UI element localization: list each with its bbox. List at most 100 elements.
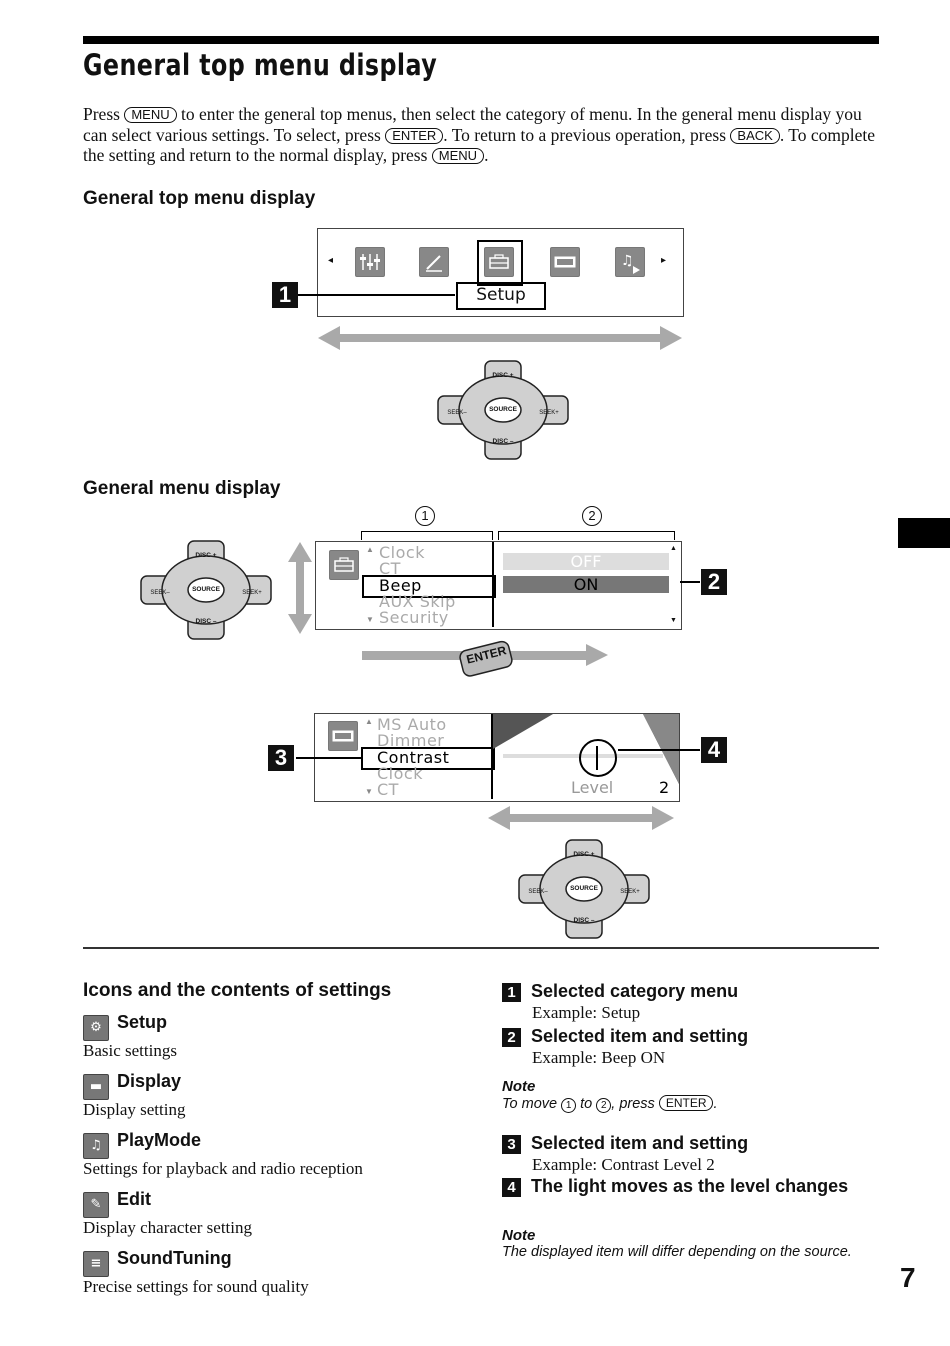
seek-minus-label: SEEK– <box>528 889 548 895</box>
icon-entry-soundtuning: ≡ SoundTuning Precise settings for sound … <box>83 1248 309 1297</box>
icon-entry-display: ▬Display Display setting <box>83 1071 185 1120</box>
legend-item-2: 2 Selected item and setting <box>502 1026 892 1047</box>
callout-line-1 <box>298 294 455 296</box>
intro-paragraph: Press MENU to enter the general top menu… <box>83 104 883 166</box>
note-fragment: , press <box>611 1096 659 1112</box>
intro-text: . <box>484 145 489 165</box>
legend-item-3: 3 Selected item and setting <box>502 1133 892 1154</box>
menu-item: MS Auto <box>377 715 447 734</box>
icon-entry-name: Setup <box>117 1012 168 1032</box>
page-title: General top menu display <box>83 48 438 82</box>
level-label: Level <box>571 778 614 797</box>
scroll-up-icon: ▲ <box>365 717 373 726</box>
soundtuning-icon <box>355 247 385 277</box>
seek-plus-label: SEEK+ <box>539 410 559 416</box>
selected-category-frame <box>477 240 523 286</box>
selected-item-frame <box>362 575 496 598</box>
legend-title: Selected category menu <box>531 981 739 1001</box>
column-marker-1: 1 <box>561 1098 577 1113</box>
intro-text: . To return to a previous operation, pre… <box>443 124 731 145</box>
callout-line-3 <box>296 757 362 759</box>
icon-entry-desc: Precise settings for sound quality <box>83 1277 309 1296</box>
legend-example: Example: Contrast Level 2 <box>532 1155 715 1174</box>
soundtuning-icon: ≡ <box>83 1251 109 1277</box>
menu-item: Clock <box>377 764 423 783</box>
note-fragment: To move <box>502 1096 562 1112</box>
display-icon <box>328 721 358 751</box>
setup-icon <box>329 550 359 580</box>
column-bracket-1 <box>361 531 493 540</box>
callout-badge-4: 4 <box>701 737 727 763</box>
intro-text: Press <box>83 104 125 124</box>
controller-2: DISC + DISC – SOURCE SEEK– SEEK+ <box>140 540 272 645</box>
legend-title: Selected item and setting <box>531 1133 749 1153</box>
intro-text: to enter the general top menus, then sel… <box>83 104 862 145</box>
disc-minus-label: DISC – <box>573 917 595 924</box>
section-divider <box>83 947 879 949</box>
section-heading-menu-display: General menu display <box>83 478 281 499</box>
setup-icon <box>484 247 514 277</box>
legend-title: The light moves as the level changes <box>531 1176 849 1196</box>
icon-entry-name: Edit <box>117 1189 151 1209</box>
icon-entry-name: SoundTuning <box>117 1248 232 1268</box>
menu-item: Dimmer <box>377 731 445 750</box>
display-icon <box>550 247 580 277</box>
menu-key: MENU <box>124 107 177 123</box>
callout-line-2 <box>680 581 700 583</box>
option-pane: OFF ON ▲ ▼ <box>492 542 681 627</box>
disc-minus-label: DISC – <box>195 618 217 625</box>
icon-entry-edit: ✎Edit Display character setting <box>83 1189 252 1238</box>
note-text: To move 1 to 2, press ENTER. <box>502 1095 892 1113</box>
menu-display-panel-beep: ▲ ▼ Clock CT Beep AUX Skip Security OFF … <box>315 541 682 630</box>
enter-key: ENTER <box>385 127 444 144</box>
menu-item: Clock <box>379 543 425 562</box>
icon-entry-desc: Settings for playback and radio receptio… <box>83 1159 363 1178</box>
page-number: 7 <box>900 1262 916 1293</box>
horizontal-double-arrow <box>318 326 682 350</box>
legend-badge: 1 <box>502 983 521 1002</box>
controller-1: DISC + DISC – SOURCE SEEK– SEEK+ <box>437 360 569 465</box>
legend-badge: 4 <box>502 1178 521 1197</box>
source-label: SOURCE <box>570 885 598 892</box>
icon-entry-desc: Basic settings <box>83 1041 177 1060</box>
seek-plus-label: SEEK+ <box>620 889 640 895</box>
disc-plus-label: DISC + <box>573 851 595 858</box>
chapter-tab <box>898 518 950 548</box>
level-double-arrow <box>488 806 674 830</box>
top-menu-display-panel: ◂ ▸ ♫ Setup <box>317 228 684 317</box>
scroll-down-icon: ▼ <box>366 615 374 624</box>
callout-badge-1: 1 <box>272 282 298 308</box>
legend-column: 1 Selected category menu Example: Setup … <box>502 981 892 1260</box>
legend-title: Selected item and setting <box>531 1026 749 1046</box>
icon-entry-desc: Display character setting <box>83 1218 252 1237</box>
back-key: BACK <box>730 127 780 144</box>
source-label: SOURCE <box>192 586 220 593</box>
scroll-down-icon: ▼ <box>365 787 373 796</box>
legend-badge: 2 <box>502 1028 521 1047</box>
icon-entry-setup: ⚙Setup Basic settings <box>83 1012 177 1061</box>
left-arrow-icon: ◂ <box>328 255 334 266</box>
edit-icon <box>419 247 449 277</box>
level-pane: Level 2 <box>491 714 679 799</box>
scroll-up-icon: ▲ <box>366 545 374 554</box>
selected-item-frame <box>361 747 495 770</box>
column-marker-1: 1 <box>415 506 435 526</box>
legend-item-1: 1 Selected category menu <box>502 981 892 1002</box>
note-heading: Note <box>502 1227 536 1244</box>
legend-item-4: 4 The light moves as the level changes <box>502 1176 892 1197</box>
selected-category-label: Setup <box>456 282 546 310</box>
level-value: 2 <box>659 778 670 797</box>
menu-key: MENU <box>431 148 485 164</box>
callout-badge-2: 2 <box>701 569 727 595</box>
icon-entry-name: PlayMode <box>117 1130 202 1150</box>
menu-item: CT <box>377 780 399 799</box>
disc-minus-label: DISC – <box>492 438 514 445</box>
column-marker-2: 2 <box>596 1098 612 1113</box>
display-icon: ▬ <box>83 1074 109 1100</box>
icons-section-heading: Icons and the contents of settings <box>83 980 392 1001</box>
note-text: The displayed item will differ depending… <box>502 1244 852 1260</box>
menu-item: CT <box>379 559 401 578</box>
disc-plus-label: DISC + <box>195 552 217 559</box>
icon-entry-name: Display <box>117 1071 182 1091</box>
seek-minus-label: SEEK– <box>447 410 467 416</box>
